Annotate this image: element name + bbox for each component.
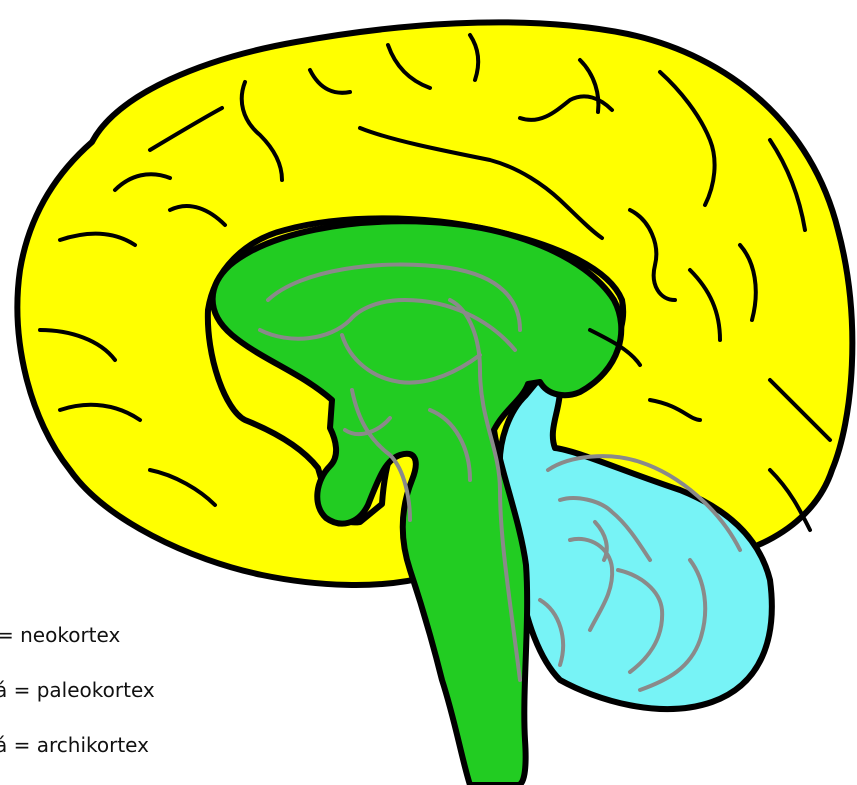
legend-item-archicortex: á = archikortex (0, 728, 155, 783)
legend: = neokortex á = paleokortex á = archikor… (0, 618, 155, 783)
legend-item-neocortex: = neokortex (0, 618, 155, 673)
legend-item-paleocortex: á = paleokortex (0, 673, 155, 728)
